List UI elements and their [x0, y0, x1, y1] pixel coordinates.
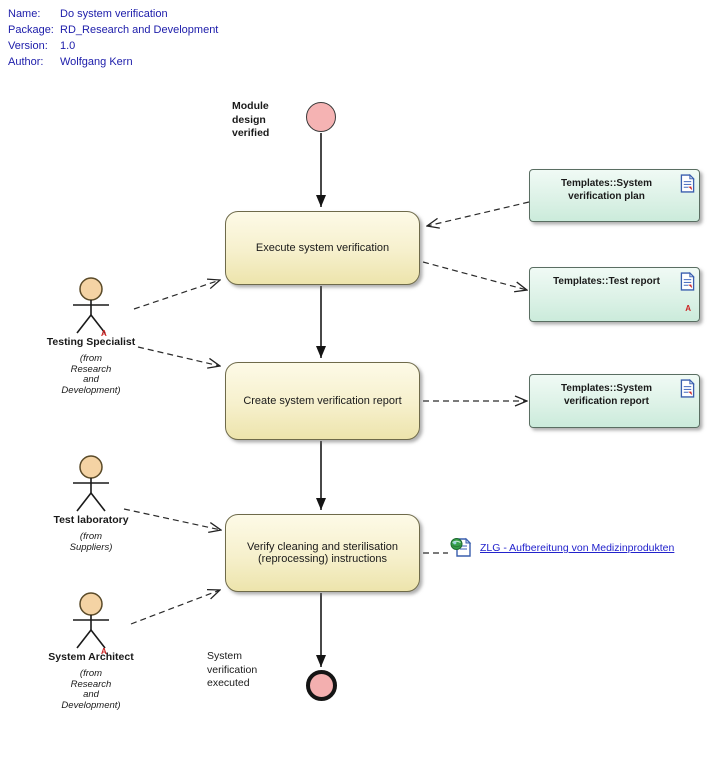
- template-system-verification-report[interactable]: Templates::System verification report: [529, 374, 700, 428]
- actor-testing-specialist[interactable]: Testing Specialist (from Research and De…: [21, 277, 161, 396]
- actor-from-package: (from Research and Development): [61, 353, 121, 396]
- activity-create-system-verification-report[interactable]: Create system verification report: [225, 362, 420, 440]
- template-system-verification-plan[interactable]: Templates::System verification plan: [529, 169, 700, 222]
- activity-execute-system-verification[interactable]: Execute system verification: [225, 211, 420, 285]
- header-value: RD_Research and Development: [60, 24, 219, 36]
- actor-name: System Architect: [48, 651, 134, 663]
- document-icon: [680, 272, 695, 291]
- document-icon: [680, 174, 695, 193]
- header-row-author: Author: Wolfgang Kern: [8, 54, 218, 70]
- header-label: Version:: [8, 40, 48, 52]
- actor-stick-figure: [73, 592, 109, 649]
- template-label: Templates::System verification report: [561, 383, 652, 407]
- template-label: Templates::System verification plan: [561, 178, 652, 202]
- header-value: 1.0: [60, 40, 76, 52]
- header-value: Wolfgang Kern: [60, 56, 133, 68]
- diagram-properties-header: Name: Do system verification Package: RD…: [8, 6, 218, 70]
- actor-stick-figure: [73, 277, 109, 334]
- final-node-label: System verification executed: [207, 650, 258, 689]
- external-document-link: ZLG - Aufbereitung von Medizinprodukten: [449, 536, 674, 560]
- actor-from-package: (from Suppliers): [69, 531, 113, 553]
- template-label: Templates::Test report: [553, 276, 660, 287]
- stereotype-marker-a: A: [101, 329, 107, 338]
- header-row-name: Name: Do system verification: [8, 6, 218, 22]
- stereotype-marker-a: A: [685, 304, 691, 313]
- initial-node-label: Module design verified: [232, 100, 270, 139]
- activity-verify-cleaning-sterilisation[interactable]: Verify cleaning and sterilisation (repro…: [225, 514, 420, 592]
- activity-label: Execute system verification: [255, 242, 390, 254]
- final-node[interactable]: [306, 670, 337, 701]
- dep-template-plan-to-activity1: [427, 201, 530, 226]
- actor-test-laboratory[interactable]: Test laboratory (from Suppliers): [21, 455, 161, 553]
- header-row-package: Package: RD_Research and Development: [8, 22, 218, 38]
- header-label: Name:: [8, 8, 41, 20]
- document-icon: [680, 379, 695, 398]
- actor-from-package: (from Research and Development): [61, 668, 121, 711]
- actor-name: Testing Specialist: [46, 336, 136, 348]
- actor-stick-figure: [73, 455, 109, 512]
- actor-name: Test laboratory: [53, 514, 129, 526]
- stereotype-marker-a: A: [101, 647, 107, 656]
- initial-node[interactable]: [306, 102, 336, 132]
- header-label: Author:: [8, 56, 44, 68]
- activity-label: Verify cleaning and sterilisation (repro…: [246, 541, 399, 565]
- activity-label: Create system verification report: [243, 395, 402, 407]
- actor-system-architect[interactable]: System Architect (from Research and Deve…: [21, 592, 161, 711]
- template-test-report[interactable]: Templates::Test report A: [529, 267, 700, 322]
- header-label: Package:: [8, 24, 54, 36]
- header-row-version: Version: 1.0: [8, 38, 218, 54]
- header-value: Do system verification: [60, 8, 168, 20]
- web-document-icon: [450, 537, 472, 557]
- dep-activity1-to-template-test-report: [422, 261, 527, 290]
- zlg-hyperlink[interactable]: ZLG - Aufbereitung von Medizinprodukten: [480, 542, 675, 554]
